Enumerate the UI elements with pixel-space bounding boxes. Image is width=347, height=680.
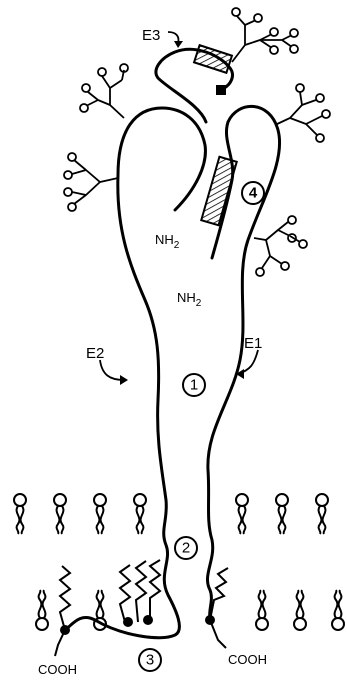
svg-text:3: 3 bbox=[146, 652, 154, 669]
hatched-segment-mid bbox=[201, 157, 236, 225]
arrowhead-e3 bbox=[174, 41, 183, 48]
arrowhead-e2 bbox=[120, 375, 128, 385]
label-e1: E1 bbox=[244, 335, 262, 352]
domain-marker-3: 3 bbox=[139, 649, 161, 671]
upper-lipid-leaflet bbox=[14, 494, 328, 534]
label-e2: E2 bbox=[86, 345, 104, 362]
domain-marker-4: 4 bbox=[242, 182, 264, 204]
svg-text:2: 2 bbox=[182, 540, 190, 557]
label-cooh-left: COOH bbox=[38, 662, 77, 677]
label-nh2-lower: NH2 bbox=[177, 290, 202, 309]
label-cooh-right: COOH bbox=[228, 652, 267, 667]
black-marker bbox=[216, 85, 226, 95]
svg-text:1: 1 bbox=[190, 377, 198, 394]
lipid-anchors bbox=[55, 560, 228, 656]
label-nh2-upper: NH2 bbox=[155, 232, 180, 251]
label-e3: E3 bbox=[142, 27, 160, 44]
domain-marker-2: 2 bbox=[175, 537, 197, 559]
svg-text:4: 4 bbox=[249, 185, 258, 202]
glycan-left bbox=[64, 153, 118, 211]
glycan-right bbox=[254, 216, 307, 276]
anchor-dot-right bbox=[205, 615, 215, 625]
lower-lipid-leaflet bbox=[36, 590, 344, 630]
hatched-segment-top bbox=[194, 45, 232, 73]
anchor-dot-mid2 bbox=[143, 615, 153, 625]
glycan-upper-right bbox=[275, 84, 330, 142]
glycan-top bbox=[232, 8, 298, 62]
anchor-dot-mid1 bbox=[123, 617, 133, 627]
domain-marker-1: 1 bbox=[183, 374, 205, 396]
anchor-dot-left bbox=[60, 625, 70, 635]
glycan-upper-left bbox=[80, 64, 128, 118]
